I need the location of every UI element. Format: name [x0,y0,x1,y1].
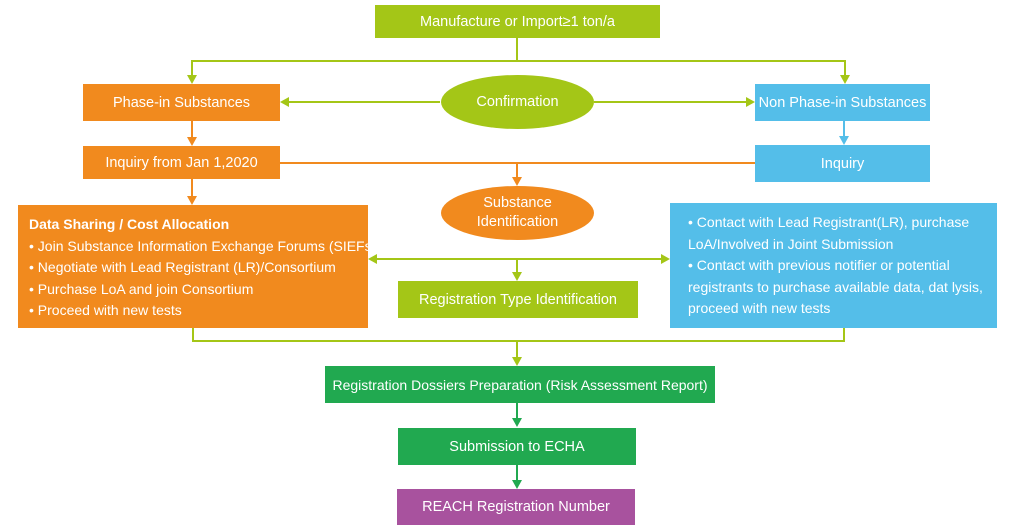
connector-to-substance-id [516,162,518,178]
bullet-item: • Negotiate with Lead Registrant (LR)/Co… [29,259,336,275]
connector-inquiry-jan-to-datasharing [191,179,193,197]
node-contact-lead-registrant: • Contact with Lead Registrant(LR), purc… [670,203,997,328]
connector-split-to-non-phase-in [844,60,846,76]
node-non-phase-in-substances: Non Phase-in Substances [755,84,930,121]
connector-merge-horizontal [192,340,845,342]
node-label: Registration Type Identification [418,291,617,308]
node-confirmation: Confirmation [441,75,594,129]
bullet-item: • Purchase LoA and join Consortium [29,280,254,297]
arrow-down-icon [187,75,197,84]
bullet-line: proceed with new tests [688,300,831,316]
bullet-line: • Contact with Lead Registrant(LR), purc… [688,214,970,230]
arrow-down-icon [840,75,850,84]
connector-contact-down [843,328,845,342]
arrow-down-icon [512,177,522,186]
node-label: Inquiry [820,155,865,172]
connector-datasharing-down [192,328,194,342]
node-data-sharing-cost-allocation: Data Sharing / Cost Allocation • Join Su… [18,205,377,328]
connector-phase-in-to-inquiry-jan [191,121,193,137]
connector-datasharing-contact-doublearrow [377,258,661,260]
connector-confirmation-to-phase-in [289,101,440,103]
node-substance-identification: Substance Identification [441,186,594,240]
node-submission-to-echa: Submission to ECHA [398,428,636,465]
connector-to-dossiers [516,340,518,358]
node-label: Manufacture or Import≥1 ton/a [420,13,615,30]
bullet-line: • Contact with previous notifier or pote… [688,257,950,273]
node-reach-registration-number: REACH Registration Number [397,489,635,525]
node-registration-dossiers-preparation: Registration Dossiers Preparation (Risk … [325,366,715,403]
bullet-line: registrants to purchase available data, … [688,278,983,295]
node-label: Confirmation [476,94,559,110]
arrow-down-icon [512,418,522,427]
arrow-down-icon [512,357,522,366]
arrow-left-icon [368,254,377,264]
arrow-down-icon [839,136,849,145]
node-inquiry-from-jan: Inquiry from Jan 1,2020 [83,146,280,179]
arrow-left-icon [280,97,289,107]
arrow-right-icon [661,254,670,264]
node-label: Non Phase-in Substances [758,94,927,111]
bullet-item: • Join Substance Information Exchange Fo… [29,237,377,254]
arrow-right-icon [746,97,755,107]
bullet-line: LoA/Involved in Joint Submission [688,235,894,252]
arrow-down-icon [187,196,197,205]
bullet-item: • Proceed with new tests [29,302,182,318]
node-label: REACH Registration Number [422,499,610,515]
node-inquiry: Inquiry [755,145,930,182]
connector-split-horizontal [191,60,846,62]
connector-top-to-split [516,38,518,60]
arrow-down-icon [512,272,522,281]
arrow-down-icon [187,137,197,146]
connector-non-phase-in-to-inquiry [843,121,845,137]
node-label: Phase-in Substances [112,94,251,111]
arrow-down-icon [512,480,522,489]
connector-submission-to-reach [516,465,518,481]
node-phase-in-substances: Phase-in Substances [83,84,280,121]
node-registration-type-identification: Registration Type Identification [398,281,638,318]
connector-confirmation-to-non-phase-in [594,101,746,103]
node-label: Substance Identification [476,195,559,230]
node-label: Registration Dossiers Preparation (Risk … [332,376,708,393]
node-label: Inquiry from Jan 1,2020 [105,154,258,171]
connector-split-to-phase-in [191,60,193,76]
data-sharing-title: Data Sharing / Cost Allocation [29,216,230,232]
connector-to-reg-type [516,258,518,273]
node-label: Submission to ECHA [449,438,585,455]
connector-dossiers-to-submission [516,403,518,419]
node-manufacture-or-import: Manufacture or Import≥1 ton/a [375,5,660,38]
